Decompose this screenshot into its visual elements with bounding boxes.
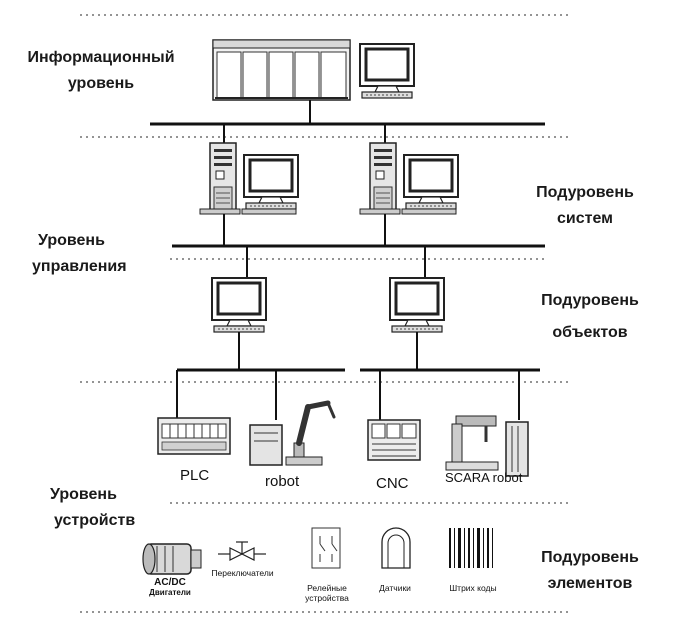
barcodes-label: Штрих коды [449, 583, 497, 593]
cnc-label: CNC [376, 475, 409, 492]
sensor-icon [381, 527, 411, 569]
barcode-icon [449, 528, 493, 568]
switch-symbol-icon [218, 541, 266, 561]
relay-symbol-icon [311, 527, 341, 569]
robot-label: robot [265, 473, 300, 490]
switches-label: Переключатели [211, 568, 274, 578]
scara-robot [445, 415, 529, 477]
plc-label: PLC [180, 467, 210, 484]
motor-icon [142, 543, 202, 575]
system-workstation-left [200, 143, 298, 214]
object-monitor-left [210, 276, 268, 334]
mainframe-server [212, 39, 351, 101]
cnc-machine [367, 419, 421, 461]
terminal-monitor [358, 42, 416, 100]
sensors-label: Датчики [379, 583, 411, 593]
system-workstation-right [360, 143, 458, 214]
robot-arm [249, 400, 336, 466]
plc-device [157, 417, 231, 455]
object-monitor-right [388, 276, 446, 334]
scara-robot-label: SCARA robot [445, 470, 523, 485]
